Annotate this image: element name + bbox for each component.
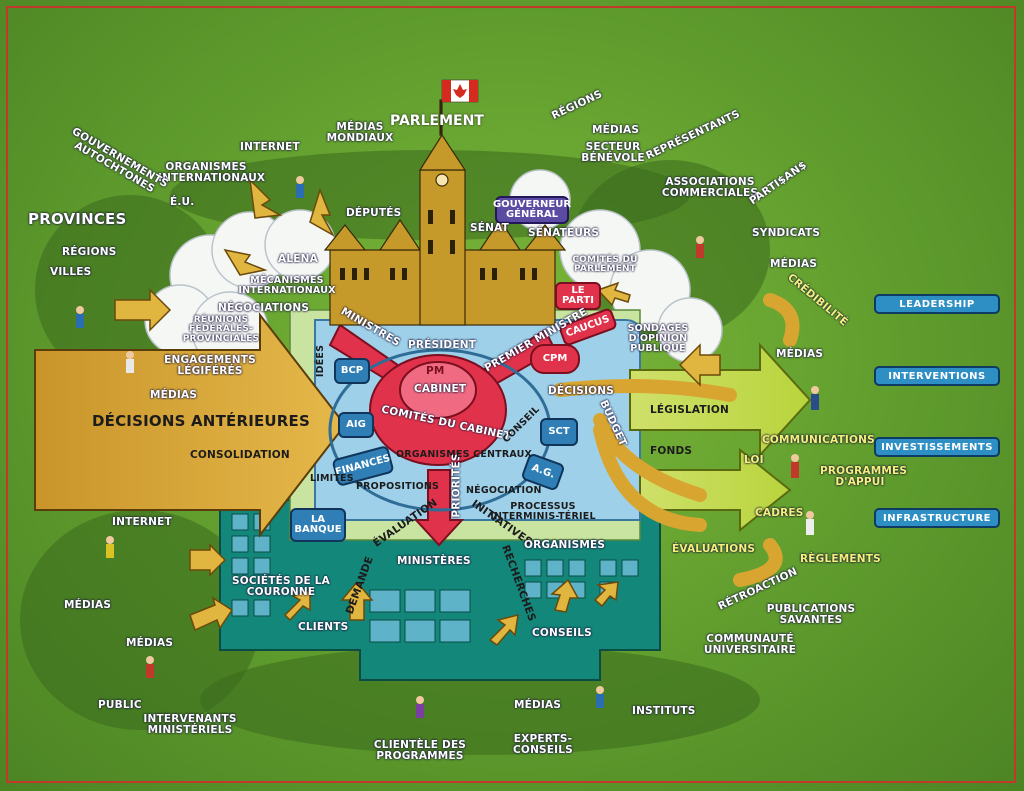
decisions-label: DÉCISIONS [548,385,615,397]
medias-bl-label: MÉDIAS [64,599,112,611]
pm-label: PM [426,365,445,377]
influence-arrows [114,177,721,647]
processus-label: PROCESSUS INTERMINIS-TÉRIEL [490,501,596,522]
legend-interventions: INTERVENTIONS [874,366,1000,386]
parliament-windows [340,210,537,280]
bcp-box: BCP [334,358,370,384]
programmes-label: PROGRAMMES D'APPUI [820,465,908,489]
sondages-label: SONDAGES D'OPINION PUBLIQUE [627,323,689,354]
secteur-benevole-label: SECTEUR BÉNÉVOLE [581,141,645,165]
reglements-label: RÈGLEMENTS [800,553,881,565]
bank-box: LA BANQUE [290,508,346,542]
associations-label: ASSOCIATIONS COMMERCIALES [661,176,759,200]
people-figures [76,176,819,718]
medias-left-label: MÉDIAS [150,389,198,401]
organismes-label: ORGANISMES [524,539,606,551]
parliament-title: PARLEMENT [390,113,484,129]
crown-corporations-label: SOCIÉTÉS DE LA COURONNE [232,575,330,599]
internet-bl-label: INTERNET [112,516,172,528]
senateurs-label: SÉNATEURS [528,227,600,239]
provinces-label: PROVINCES [28,210,127,228]
reunions-label: RÉUNIONS FÉDÉRALES-PROVINCIALES [182,315,260,344]
syndicats-label: SYNDICATS [752,227,821,239]
loi-label: LOI [744,454,764,466]
cpm-box: CPM [530,344,580,374]
red-arrows [328,323,557,547]
legend-investissements: INVESTISSEMENTS [874,437,1000,457]
negociations-label: NÉGOCIATIONS [218,302,310,314]
medias-right2-label: MÉDIAS [776,348,824,360]
villes-label: VILLES [50,266,92,278]
organismes-internationaux-label: ORGANISMES INTERNATIONAUX [158,161,266,185]
medias-right-label: MÉDIAS [770,258,818,270]
publications-label: PUBLICATIONS SAVANTES [766,603,856,627]
idees-label: IDÉES [315,344,327,378]
senat-label: SÉNAT [470,222,509,234]
cadres-label: CADRES [755,507,804,519]
mecanismes-label: MÉCANISMES INTERNATIONAUX [238,275,336,296]
cabinet-core [399,361,477,419]
medias-mondiaux-label: MÉDIAS MONDIAUX [326,121,394,145]
legend-infrastructure: INFRASTRUCTURE [874,508,1000,528]
eu-label: É.U. [170,196,195,208]
governor-general-box: GOUVERNEUR GÉNÉRAL [493,196,571,224]
clientele-label: CLIENTÈLE DES PROGRAMMES [373,739,467,763]
internet-top-label: INTERNET [240,141,300,153]
instituts-label: INSTITUTS [632,705,696,717]
limites-label: LIMITES [310,473,354,484]
ministry-windows [231,513,639,643]
aig-box: AIG [338,412,374,438]
communications-label: COMMUNICATIONS [762,434,875,446]
communaute-label: COMMUNAUTÉ UNIVERSITAIRE [703,633,797,657]
public-label: PUBLIC [98,699,142,711]
alena-label: ALENA [278,253,318,265]
medias-bottom-label: MÉDIAS [514,699,562,711]
party-box: LE PARTI [555,282,601,310]
prior-decisions-label: DÉCISIONS ANTÉRIEURES [92,412,311,430]
deputes-label: DÉPUTÉS [346,207,402,219]
canadian-flag [441,79,479,103]
regions-left-label: RÉGIONS [62,246,117,258]
organismes-centraux-label: ORGANISMES CENTRAUX [396,449,533,460]
intervenants-label: INTERVENANTS MINISTÉRIELS [143,713,237,737]
gold-flows [553,293,800,587]
conseils-label: CONSEILS [532,627,592,639]
consolidation-label: CONSOLIDATION [190,449,290,461]
medias-mid-label: MÉDIAS [126,637,174,649]
experts-conseils-label: EXPERTS-CONSEILS [513,733,573,757]
priorites-label: PRIORITÉS [450,453,463,518]
crowd-bottom [200,645,760,755]
fonds-label: FONDS [650,445,693,457]
medias-top-label: MÉDIAS [592,124,640,136]
comites-parlement-label: COMITÉS DU PARLEMENT [572,255,638,275]
prior-decisions-arrow [34,312,347,538]
legend-leadership: LEADERSHIP [874,294,1000,314]
ministeres-label: MINISTÈRES [397,555,471,567]
cabinet-label: CABINET [414,383,467,395]
clients-label: CLIENTS [298,621,349,633]
engagements-label: ENGAGEMENTS LÉGIFÉRÉS [164,354,256,378]
evaluations-label: ÉVALUATIONS [672,543,756,555]
president-label: PRÉSIDENT [408,339,477,351]
negociation-label: NÉGOCIATION [466,485,542,496]
propositions-label: PROPOSITIONS [356,481,440,492]
legislation-label: LÉGISLATION [650,404,729,416]
sct-box: SCT [540,418,578,446]
